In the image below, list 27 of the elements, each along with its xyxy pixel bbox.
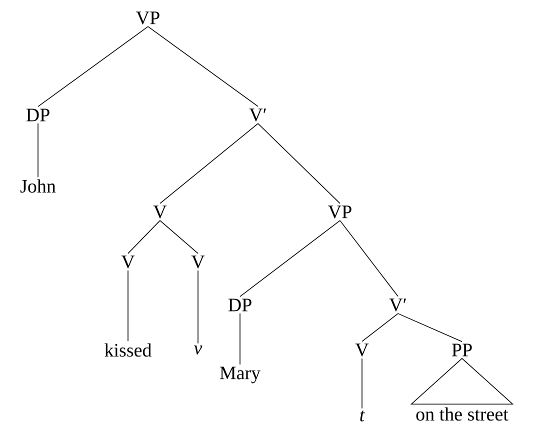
category-label: VP <box>136 12 160 24</box>
tree-branch <box>160 220 198 254</box>
tree-branch <box>340 220 398 297</box>
tree-branch <box>38 26 148 107</box>
category-label: V <box>355 344 369 356</box>
word: on the street <box>416 407 508 421</box>
tree-branch <box>258 123 340 204</box>
word: Mary <box>220 366 260 384</box>
category-label: V <box>153 206 167 218</box>
category-label: V <box>191 256 205 268</box>
word: kissed <box>104 343 152 357</box>
category-label: DP <box>228 298 252 312</box>
tree-branch <box>362 313 398 342</box>
tree-branch <box>398 313 462 342</box>
word: v <box>194 346 202 354</box>
word: t <box>360 410 366 422</box>
tree-branch <box>240 220 340 297</box>
word: John <box>20 179 56 193</box>
category-label: PP <box>452 344 472 356</box>
tree-branch <box>128 220 160 254</box>
category-label: V′ <box>249 108 266 122</box>
tree-branch <box>148 26 258 107</box>
category-label: DP <box>26 108 50 122</box>
tree-branch <box>160 123 258 204</box>
category-label: VP <box>328 206 352 218</box>
category-label: V′ <box>389 298 406 312</box>
category-label: V <box>121 256 135 268</box>
